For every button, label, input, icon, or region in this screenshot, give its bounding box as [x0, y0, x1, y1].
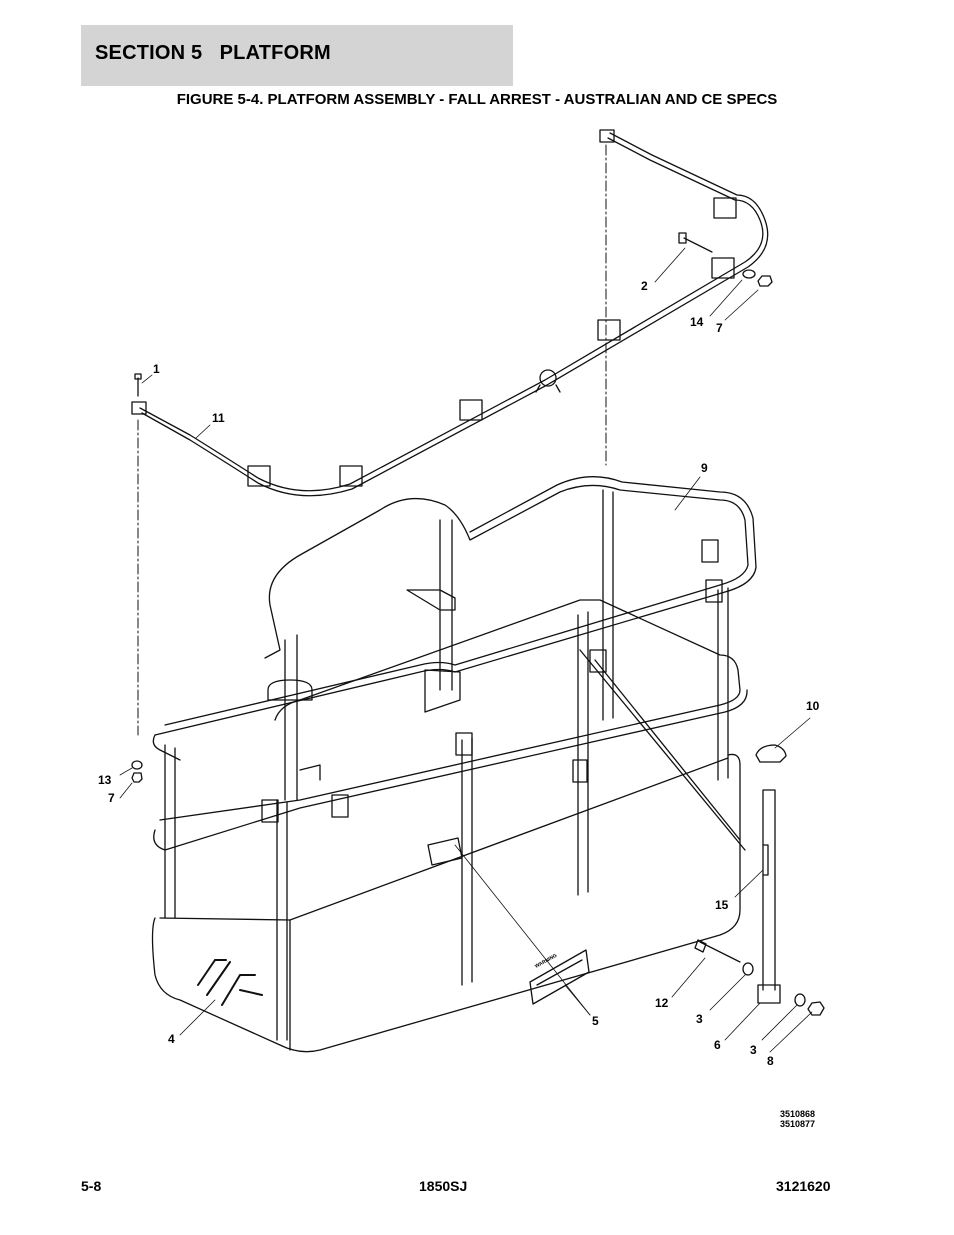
drawing-numbers: 3510868 3510877	[780, 1109, 815, 1129]
callout-1: 1	[153, 362, 160, 376]
platform-posts	[164, 489, 729, 1041]
callout-3-right: 3	[750, 1043, 757, 1057]
callout-6: 6	[714, 1038, 721, 1052]
callout-7-left: 7	[108, 791, 115, 805]
drawing-number-1: 3510868	[780, 1109, 816, 1119]
callout-12: 12	[655, 996, 669, 1010]
warning-decal-detached	[529, 949, 590, 1005]
post-hardware	[579, 649, 825, 1016]
platform-gate	[267, 589, 461, 781]
alignment-lines	[137, 144, 607, 736]
callout-5: 5	[592, 1014, 599, 1028]
figure-title: FIGURE 5-4. PLATFORM ASSEMBLY - FALL ARR…	[176, 91, 778, 108]
warning-decal-text: WARNING	[534, 953, 558, 970]
callout-3-left: 3	[696, 1012, 703, 1026]
footer-manual-number: 3121620	[776, 1178, 831, 1194]
callout-8: 8	[767, 1054, 774, 1068]
fall-arrest-rail	[131, 129, 769, 497]
rail-hardware	[134, 232, 773, 397]
jlg-logo	[197, 959, 263, 1006]
section-header: SECTION 5 PLATFORM	[81, 25, 513, 86]
rail-brackets	[261, 539, 723, 823]
callout-11: 11	[212, 411, 225, 425]
callout-10: 10	[806, 699, 820, 713]
footer-page-number: 5-8	[81, 1178, 102, 1194]
callout-9: 9	[701, 461, 708, 475]
platform-base	[151, 753, 741, 1053]
section-title: SECTION 5 PLATFORM	[95, 42, 331, 64]
footer-model: 1850SJ	[419, 1178, 468, 1194]
callout-13: 13	[98, 773, 112, 787]
left-hardware	[131, 760, 143, 783]
callout-15: 15	[715, 898, 729, 912]
callout-14: 14	[690, 315, 704, 329]
platform-mid-rail	[153, 599, 748, 851]
callout-2: 2	[641, 279, 648, 293]
callout-4: 4	[168, 1032, 175, 1046]
platform-warning-decal	[427, 837, 463, 866]
callout-7-top: 7	[716, 321, 723, 335]
drawing-number-2: 3510877	[780, 1119, 816, 1129]
leader-lines	[119, 247, 813, 1053]
